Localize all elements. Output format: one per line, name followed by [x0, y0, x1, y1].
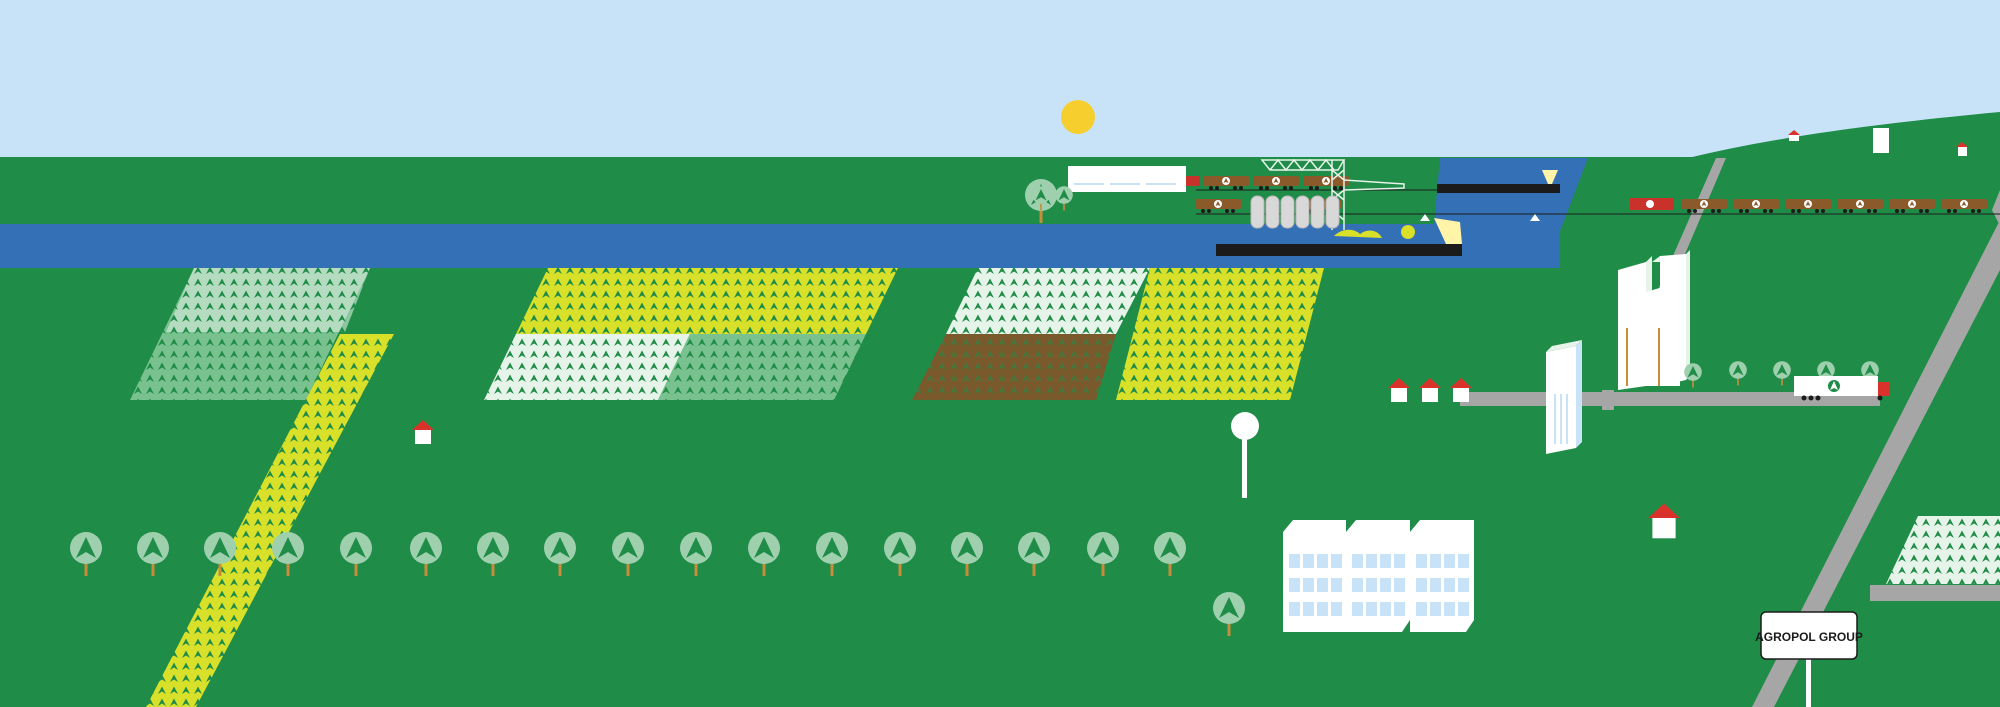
office-block: [1283, 520, 1346, 632]
crop-field-white: [484, 334, 690, 400]
road-segment: [1992, 190, 2000, 226]
sun-icon: [1061, 100, 1095, 134]
silo-tower: [1618, 250, 1690, 390]
apartment-tower: [1546, 340, 1582, 454]
buoy-icon: [1420, 214, 1430, 221]
water-tower-icon: [1231, 412, 1259, 498]
silo-icon: [1250, 195, 1340, 229]
office-building: [1283, 520, 1474, 632]
train-icon: [1186, 176, 1349, 190]
crop-field-yellow: [1116, 268, 1324, 400]
truck-icon: [1794, 376, 1890, 401]
crane-icon: [1260, 158, 1405, 230]
barge-icon: [1437, 170, 1560, 193]
distant-house-icon: [1788, 130, 1800, 141]
train-icon: [1630, 198, 1987, 213]
buoy-icon: [1530, 214, 1540, 221]
distant-hill: [1680, 112, 2000, 165]
crop-field-yellow: [516, 268, 898, 334]
barge-icon: [1216, 218, 1462, 256]
crop-field-yellow-strip: [146, 334, 394, 707]
office-block: [1346, 520, 1410, 632]
crop-field-white: [1886, 516, 2000, 584]
road-sign: AGROPOL GROUP: [1755, 611, 1863, 707]
sky: [0, 0, 2000, 160]
crop-field-brown: [912, 334, 1116, 400]
road-sign-label: AGROPOL GROUP: [1755, 630, 1863, 644]
warehouse-building: [1068, 166, 1186, 192]
office-block: [1410, 520, 1474, 632]
distant-house-icon: [1956, 142, 1968, 156]
crop-field-white: [946, 268, 1150, 334]
main-road: [1752, 220, 2000, 707]
distant-tower-icon: [1873, 128, 1889, 153]
east-road: [1870, 585, 2000, 601]
crop-field-pale-green: [658, 334, 866, 400]
crop-field-light: [166, 268, 370, 332]
